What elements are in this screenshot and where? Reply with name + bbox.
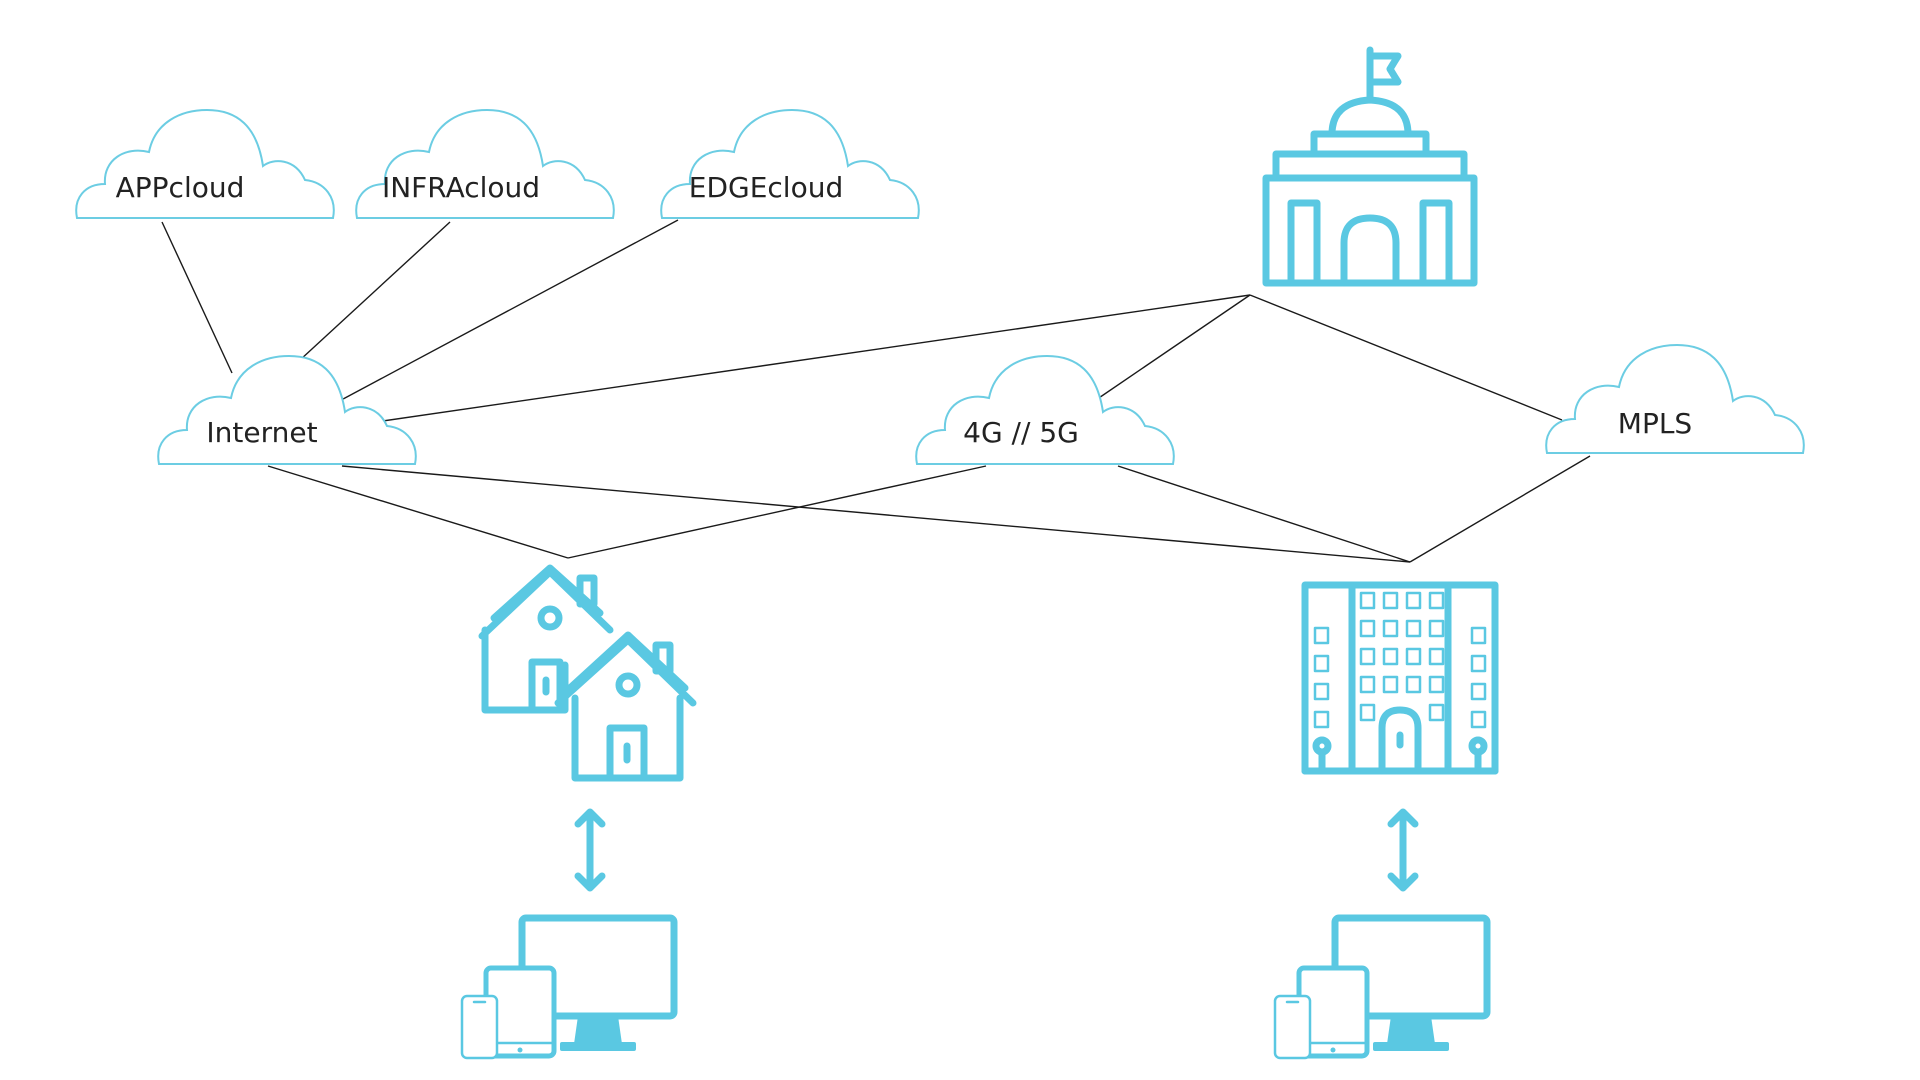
devices-icon: [1275, 918, 1487, 1058]
cloud-internet: Internet: [157, 355, 417, 465]
office-tower-icon: [1301, 581, 1499, 775]
cloud-mobile-network: 4G // 5G: [915, 355, 1175, 465]
link-infracloud-internet: [299, 221, 451, 361]
cloud-label-edgecloud: EDGEcloud: [689, 171, 843, 204]
link-headquarters-mobile: [1089, 294, 1251, 405]
houses-icon: [478, 564, 697, 782]
cloud-label-appcloud: APPcloud: [116, 171, 245, 204]
cloud-label-mpls: MPLS: [1618, 407, 1692, 440]
government-building-icon: [1262, 46, 1478, 287]
link-edgecloud-internet: [329, 219, 679, 407]
cloud-label-mobile: 4G // 5G: [963, 416, 1079, 449]
office-windows: [1313, 591, 1487, 729]
connection-lines: [161, 219, 1591, 563]
cloud-infracloud: INFRAcloud: [355, 109, 615, 219]
link-mobile-office: [1117, 465, 1411, 563]
bidirectional-arrow-icon: [1391, 812, 1415, 888]
devices-icon: [462, 918, 674, 1058]
link-headquarters-mpls: [1249, 294, 1563, 421]
link-internet-home: [267, 465, 569, 559]
cloud-label-infracloud: INFRAcloud: [382, 171, 540, 204]
cloud-appcloud: APPcloud: [75, 109, 335, 219]
bidirectional-arrow-icon: [578, 812, 602, 888]
link-internet-office: [341, 465, 1411, 563]
link-mpls-office: [1409, 455, 1591, 563]
cloud-mpls: MPLS: [1545, 344, 1805, 454]
cloud-label-internet: Internet: [206, 416, 317, 449]
cloud-edgecloud: EDGEcloud: [660, 109, 920, 219]
link-internet-headquarters: [361, 294, 1251, 425]
link-appcloud-internet: [161, 221, 233, 374]
link-mobile-home: [567, 465, 987, 559]
